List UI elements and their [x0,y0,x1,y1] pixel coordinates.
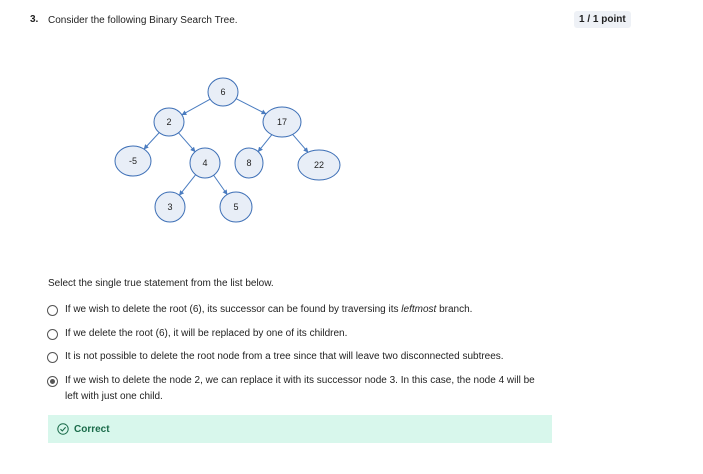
option-2[interactable]: If we delete the root (6), it will be re… [47,328,348,342]
tree-edge [181,98,211,116]
feedback-banner: Correct [48,415,552,443]
tree-node [234,147,264,179]
option-label: If we wish to delete the root (6), its s… [65,304,473,315]
tree-node-label: 22 [314,160,324,170]
tree-edge [178,174,197,196]
tree-node [207,77,239,107]
question-text: Consider the following Binary Search Tre… [48,15,238,26]
tree-node-label: 2 [166,117,171,127]
tree-node [114,145,152,177]
tree-edge [292,134,309,153]
tree-node [219,191,253,223]
tree-node [189,147,221,179]
option-4[interactable]: If we wish to delete the node 2, we can … [47,375,535,405]
tree-edge [213,174,228,195]
tree-node-label: 17 [277,117,287,127]
tree-edge [257,134,273,153]
option-label: If we wish to delete the node 2, we can … [65,375,535,402]
tree-node [154,191,186,223]
option-3[interactable]: It is not possible to delete the root no… [47,351,504,365]
tree-node [262,106,302,138]
tree-node-label: 5 [233,202,238,212]
tree-edge [235,98,267,115]
option-1[interactable]: If we wish to delete the root (6), its s… [47,304,473,318]
tree-node-label: 4 [202,158,207,168]
radio-button-selected[interactable] [47,376,58,387]
option-label: It is not possible to delete the root no… [65,351,504,362]
tree-node-label: -5 [129,156,137,166]
radio-button[interactable] [47,329,58,340]
tree-edge [143,132,160,150]
tree-edge [178,132,196,153]
feedback-label: Correct [74,423,110,435]
option-label: If we delete the root (6), it will be re… [65,328,348,339]
radio-button[interactable] [47,305,58,316]
tree-node-label: 3 [167,202,172,212]
tree-node [297,149,341,181]
radio-button[interactable] [47,352,58,363]
points-badge: 1 / 1 point [574,11,631,28]
instruction-text: Select the single true statement from th… [48,278,274,289]
tree-node [153,107,185,137]
check-circle-icon [57,423,69,435]
tree-node-label: 6 [220,87,225,97]
question-number: 3. [30,14,39,25]
tree-node-label: 8 [246,158,251,168]
